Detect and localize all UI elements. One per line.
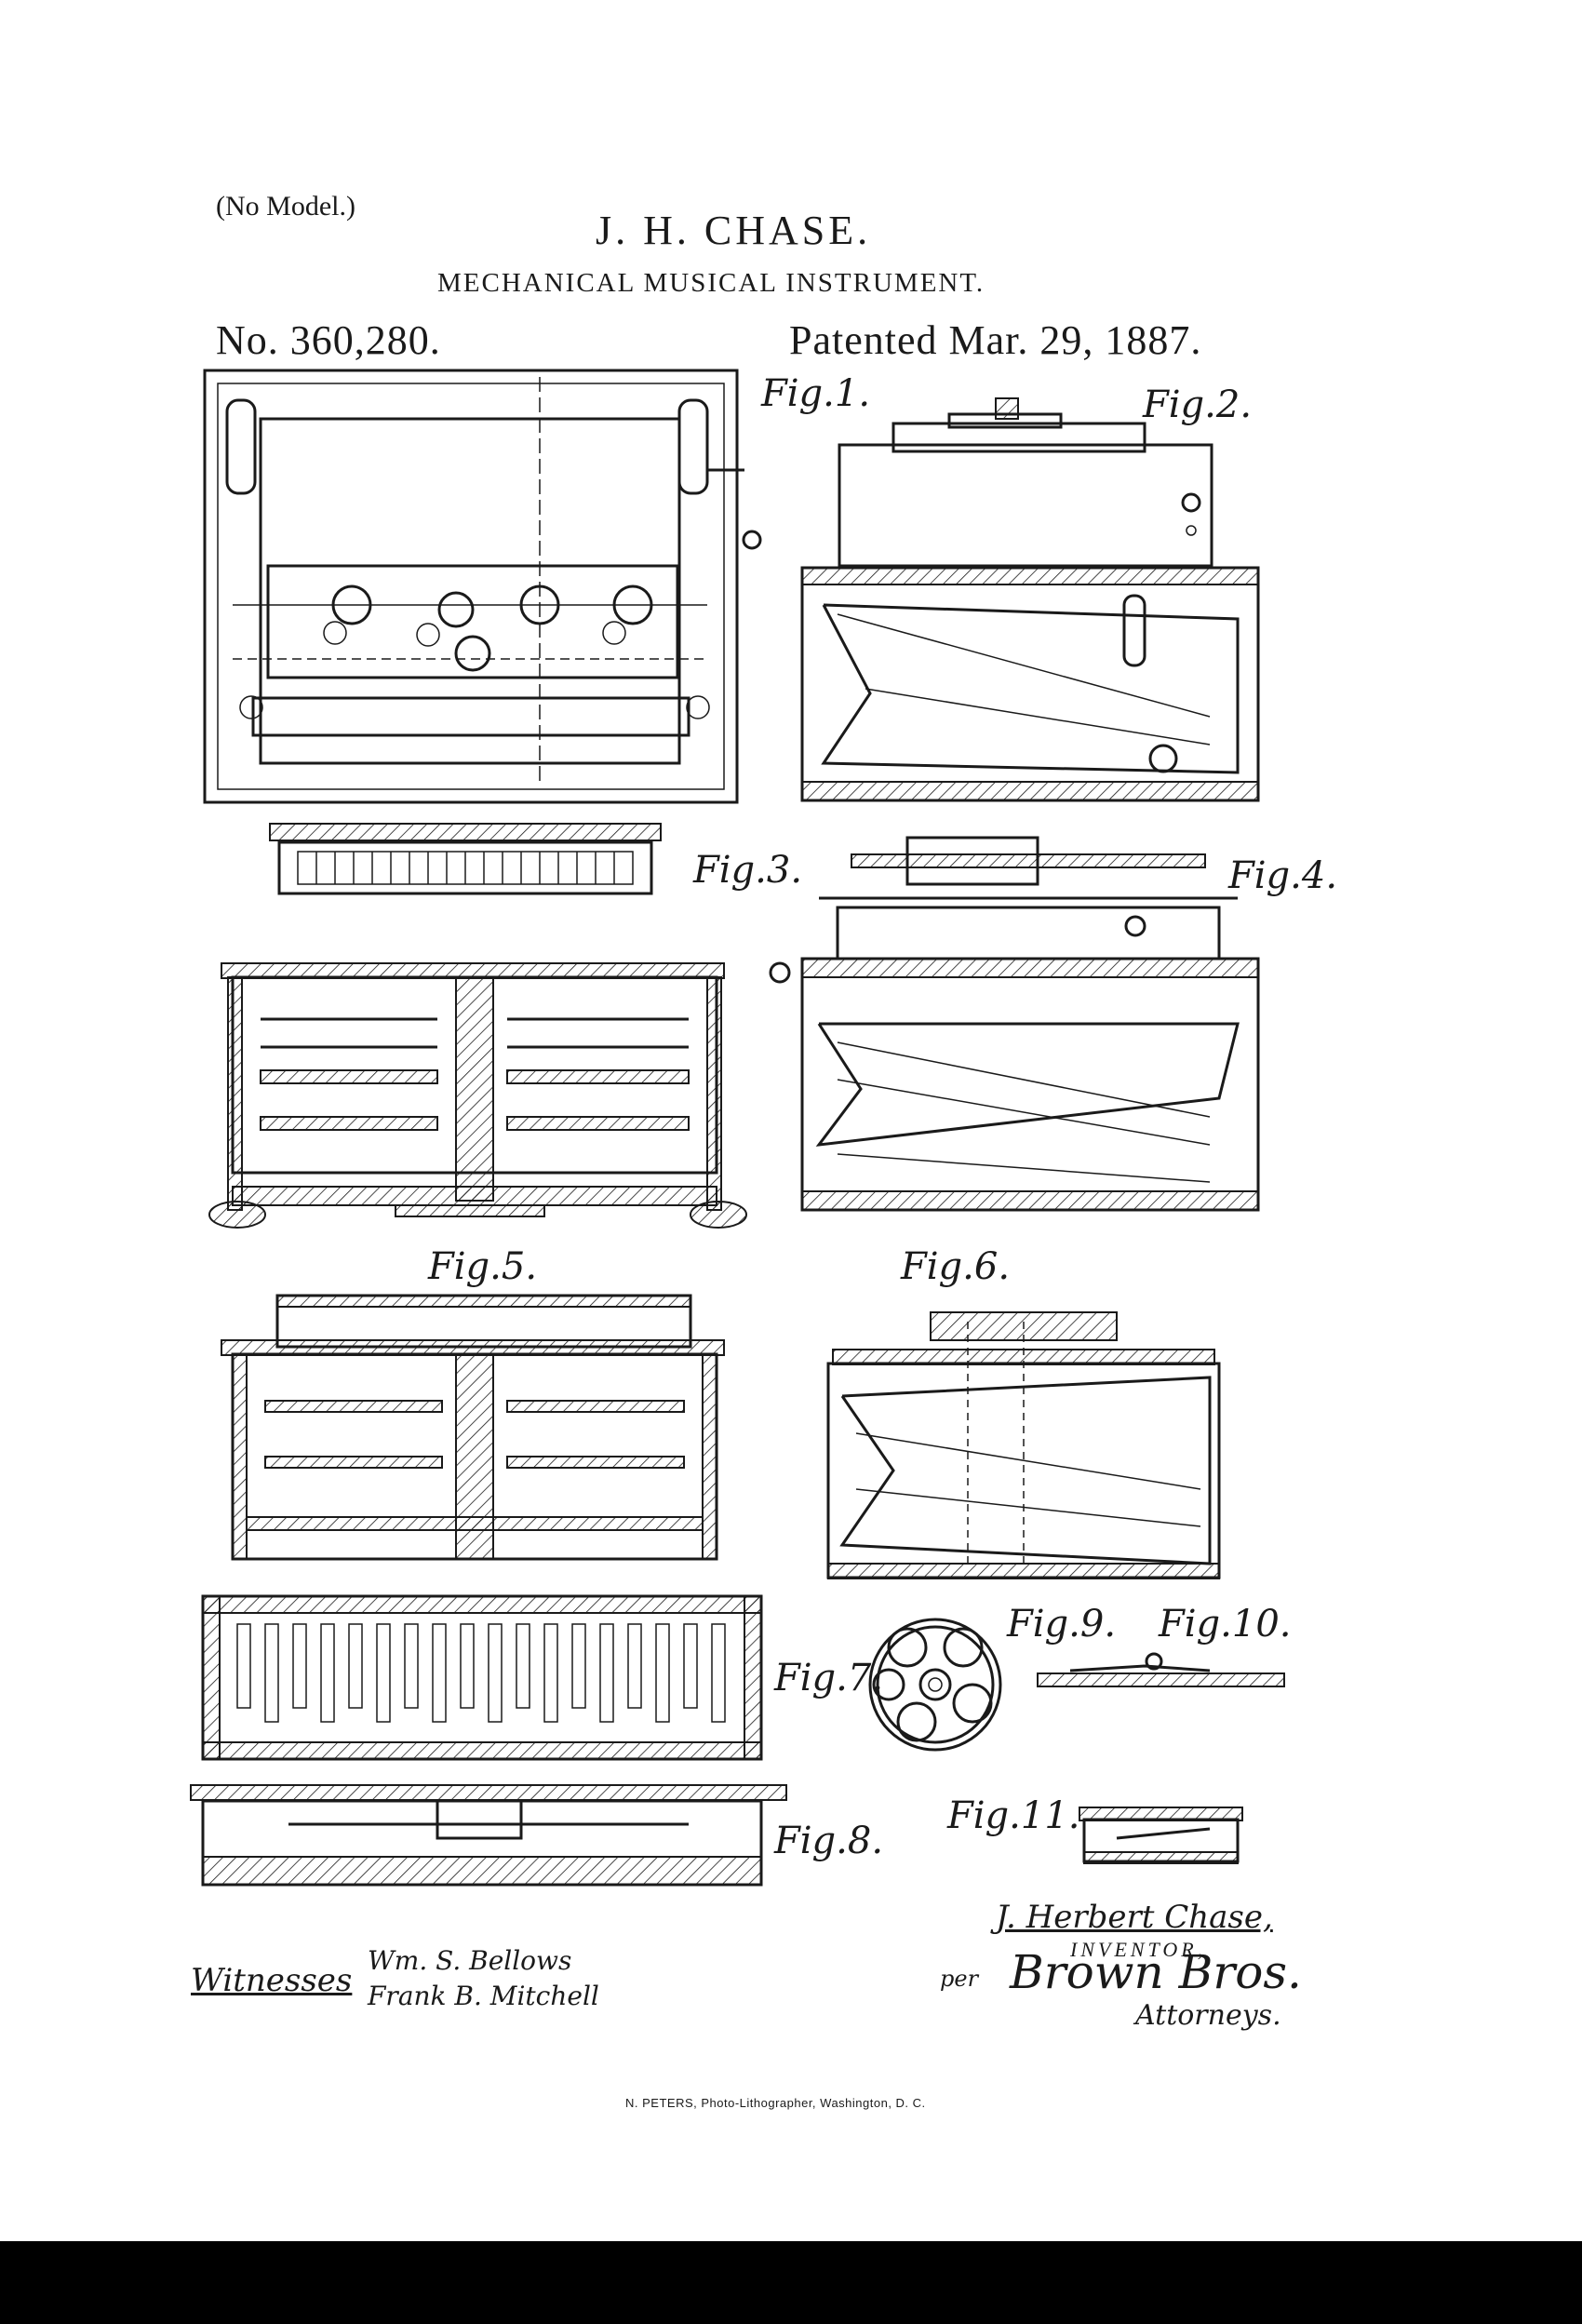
fig6-label: Fig.6. (901, 1245, 1011, 1288)
fig2-label: Fig.2. (1143, 383, 1253, 426)
fig5-drawing (221, 1294, 725, 1561)
fig9-drawing (868, 1618, 1002, 1752)
fig11-label: Fig.11. (947, 1794, 1080, 1837)
fig7-label: Fig.7. (774, 1657, 884, 1699)
patent-number: No. 360,280. (216, 317, 441, 363)
fig6-drawing (826, 1311, 1221, 1579)
fig4-label: Fig.4. (1228, 854, 1338, 897)
fig1-label: Fig.1. (761, 372, 871, 415)
fig2-drawing (800, 397, 1260, 802)
no-model-note: (No Model.) (216, 191, 355, 222)
fig3-label: Fig.3. (693, 849, 803, 892)
fig3-drawing (208, 823, 791, 1229)
fig8-label: Fig.8. (774, 1820, 884, 1862)
attorney-signature: Brown Bros. (1010, 1945, 1302, 1999)
printer-credit: N. PETERS, Photo-Lithographer, Washingto… (625, 2096, 926, 2110)
fig10-drawing (1037, 1652, 1285, 1687)
fig9-label: Fig.9. (1007, 1603, 1117, 1646)
fig1-drawing (203, 369, 762, 804)
fig10-label: Fig.10. (1159, 1603, 1292, 1646)
inventor-heading: J. H. CHASE. (596, 208, 872, 253)
patent-date: Patented Mar. 29, 1887. (789, 317, 1202, 363)
fig8-drawing (190, 1784, 787, 1887)
scan-border (0, 2241, 1582, 2324)
patent-title: MECHANICAL MUSICAL INSTRUMENT. (437, 268, 985, 298)
inventor-label: INVENTOR, (1070, 1938, 1207, 1961)
witness-signature-2: Frank B. Mitchell (368, 1981, 599, 2011)
fig5-label: Fig.5. (428, 1245, 538, 1288)
attorneys-label: Attorneys. (1135, 1999, 1281, 2032)
fig7-drawing (201, 1594, 763, 1761)
witnesses-label: Witnesses (191, 1962, 353, 1999)
fig4-drawing (800, 836, 1260, 1212)
inventor-signature: J. Herbert Chase, (996, 1899, 1273, 1936)
per-label: per (940, 1966, 979, 1992)
witness-signature-1: Wm. S. Bellows (368, 1945, 572, 1976)
fig11-drawing (1079, 1807, 1243, 1864)
